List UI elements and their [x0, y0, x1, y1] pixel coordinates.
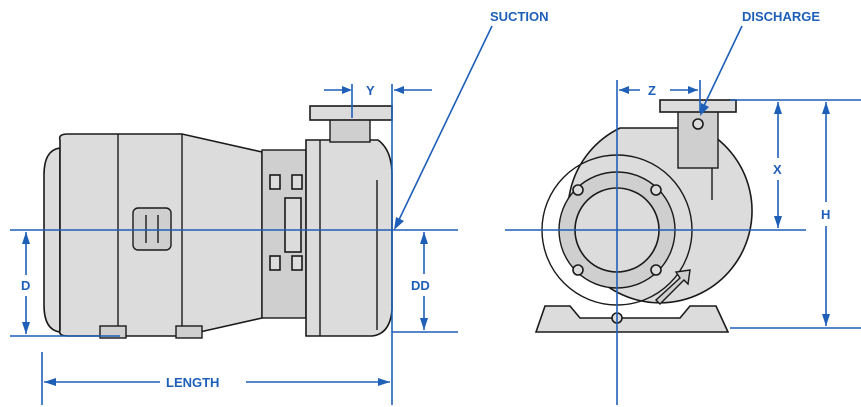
- conduit-box: [132, 207, 172, 251]
- z-dimension-label: Z: [648, 83, 656, 98]
- dd-dimension-label: DD: [411, 278, 430, 293]
- d-dimension-label: D: [21, 278, 30, 293]
- end-view: [534, 99, 753, 333]
- h-dimension-label: H: [821, 207, 830, 222]
- rotation-arrow: [654, 269, 691, 305]
- suction-label: SUCTION: [490, 9, 549, 24]
- dimension-lines: [10, 25, 861, 405]
- motor-foot: [99, 325, 127, 339]
- motor-foot: [175, 325, 203, 339]
- pump-casing: [305, 139, 393, 337]
- motor-end-cap: [43, 147, 61, 333]
- x-dimension-label: X: [773, 162, 782, 177]
- discharge-flange: [659, 99, 737, 113]
- y-dimension-label: Y: [366, 83, 375, 98]
- dimension-labels: SUCTION DISCHARGE Y Z X H D DD LENGTH: [21, 9, 830, 390]
- side-view: [43, 105, 393, 339]
- length-dimension-label: LENGTH: [166, 375, 219, 390]
- suction-flange: [309, 105, 393, 121]
- discharge-label: DISCHARGE: [742, 9, 820, 24]
- end-view-base: [534, 305, 730, 333]
